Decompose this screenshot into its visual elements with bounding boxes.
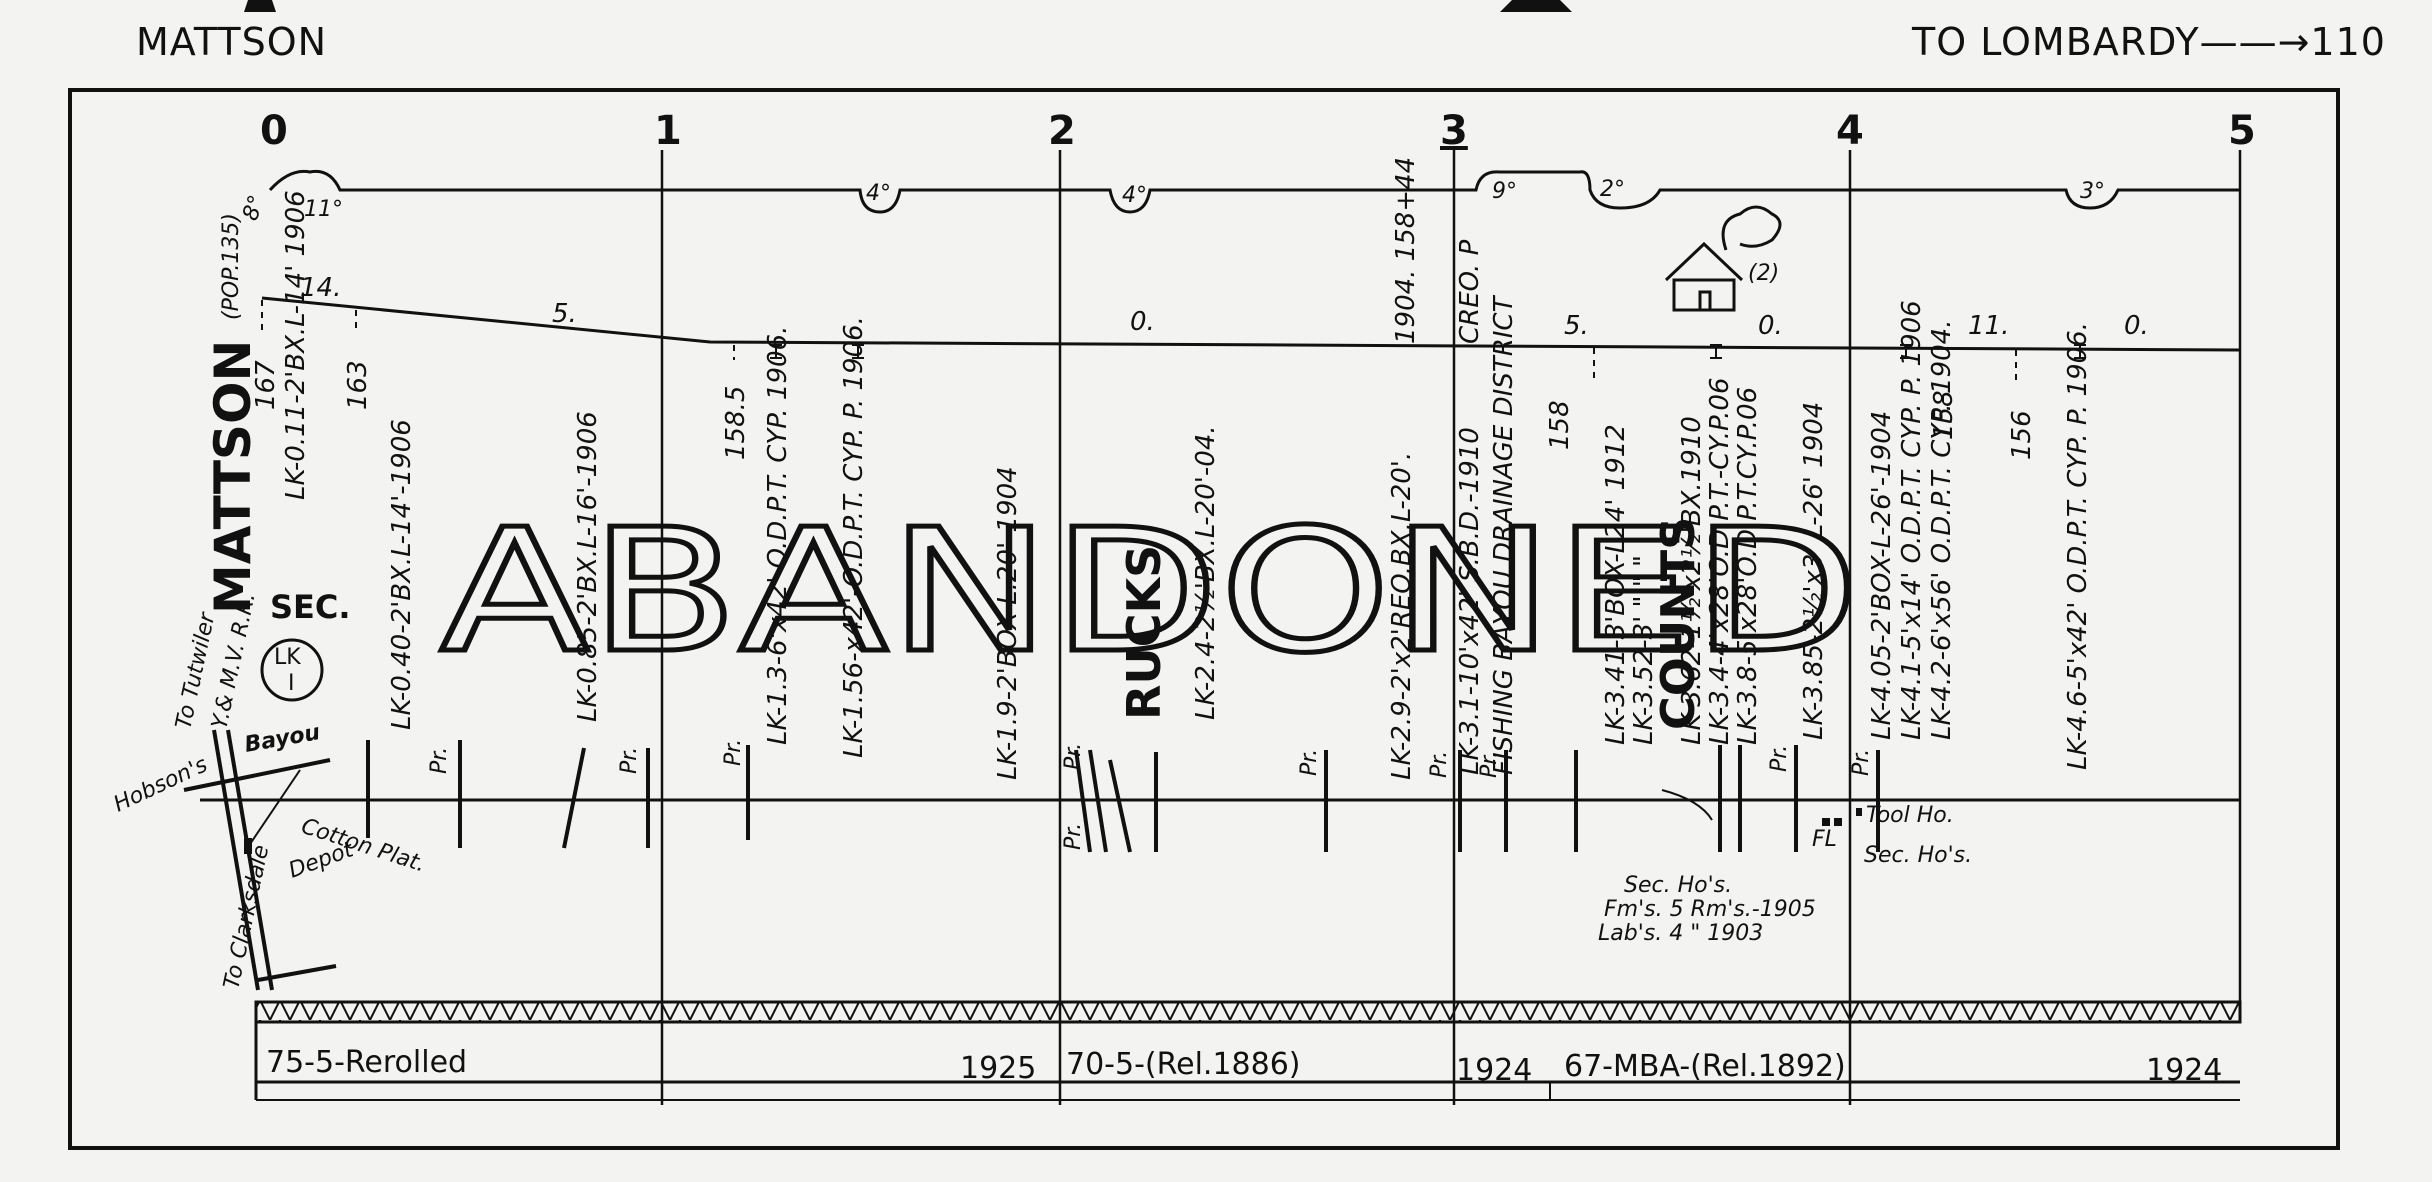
structure-18: LK-4.05-2'BOX-L-26'-1904 [1867,411,1897,740]
pr-label-3: Pr. [1061,743,1086,770]
rucks-label: RUCKS [1117,545,1171,720]
hobsons-label: Hobson's [110,752,212,817]
curve-label-4: 9° [1492,179,1517,204]
milepost-4: 4 [1836,108,1864,154]
abandoned-overlay: ABANDONED [440,493,1860,691]
structure-5: LK-1.9-2'BOX-L.20'-1904 [993,466,1023,780]
header-right-label: TO LOMBARDY [1912,20,2200,64]
fl-label: FL [1812,827,1837,852]
structure-0: LK-0.11-2'BX.L-14' 1906 [281,190,311,500]
section-lk-number: I [288,671,295,696]
clarksdale-label: To Clarksdale [219,843,274,991]
elevation-2: 158.5 [721,386,751,460]
milepost-2: 2 [1048,108,1076,154]
elevation-1: 163 [343,360,373,410]
curve-label-1: 11° [304,197,343,222]
structure-14: LK-3.62-1½'x2½'BX.1910 [1677,416,1707,745]
pr-label-9: Pr. [1849,749,1874,776]
section-note-1: Fm's. 5 Rm's.-1905 [1604,897,1816,922]
station-name: MATTSON [204,340,262,614]
structure-19: LK-4.1-5'x14' O.D.P.T. CYP. P. 1906 [1897,300,1927,740]
structure-16: LK-3.8-5'x28'O.D.P.T.CY.P.06 [1733,387,1763,745]
structure-12: LK-3.41-3'BOX-L24' 1912 [1601,424,1631,745]
counts-label: COUNTS [1651,517,1705,730]
structure-9: CREO. P [1455,239,1485,344]
pr-label-8: Pr. [1767,745,1792,772]
elevation-0: 167 [251,360,281,410]
rail-section-1-year: 1924 [1456,1053,1532,1088]
header-right-number: 110 [2310,20,2386,64]
pr-label-6: Pr. [1427,751,1452,778]
rail-section-0-year: 1925 [960,1051,1036,1086]
grade-label-4: 0. [1758,311,1783,341]
grade-label-1: 5. [552,299,577,329]
pr-label-5: Pr. [1297,749,1322,776]
structure-1: LK-0.40-2'BX.L-14'-1906 [387,419,417,730]
pr-label-0: Pr. [427,747,452,774]
outer-frame [68,88,2340,1150]
section-lk: LK [274,645,301,670]
structure-13: LK-3.52-3' " " " [1629,555,1659,745]
rail-section-2-label: 67-MBA-(Rel.1892) [1564,1049,1846,1084]
profile-line [261,296,2241,352]
grade-label-6: 0. [2124,311,2149,341]
rail-section-0-label: 75-5-Rerolled [266,1045,467,1080]
structure-7: LK-2.9-2'x2'REO.BX.L-20'. [1387,452,1417,780]
structure-20: LK-4.2-6'x56' O.D.P.T. CYP.-1904. [1927,320,1957,740]
structure-2: LK-0.85-2'BX.L-16'-1906 [573,411,603,722]
ymv-railroad-line [212,729,260,991]
milepost-3: 3 [1440,108,1468,154]
pr-label-1: Pr. [617,747,642,774]
rail-band-header [254,1000,2242,1024]
curve-label-6: 3° [2080,179,2105,204]
structure-17: LK-3.85-2½'x3' L-26' 1904 [1799,402,1829,740]
tool-house-label: Tool Ho. [1866,803,1954,828]
elevation-3: 158 [1545,400,1575,450]
curve-label-2: 4° [866,181,891,206]
school-house-icon [1664,205,1782,312]
curve-label-3: 4° [1122,183,1147,208]
structure-10: LK-3.1-10'x42' S.B.D.-1910 [1455,427,1485,775]
milepost-1: 1 [654,108,682,154]
elevation-5: 156 [2007,410,2037,460]
structure-4: LK-1.56-x42'-O.D.P.T. CYP. P. 1906. [839,316,869,758]
grade-label-5: 11. [1968,311,2009,341]
section-note-2: Lab's. 4 " 1903 [1598,921,1763,946]
section-note-0: Sec. Ho's. [1624,873,1732,898]
grade-label-3: 5. [1564,311,1589,341]
bayou-label: Bayou [243,720,322,758]
structure-21: LK-4.6-5'x42' O.D.P.T. CYP. P. 1906. [2063,322,2093,770]
school-count: (2) [1748,261,1779,286]
rail-section-1-label: 70-5-(Rel.1886) [1066,1047,1301,1082]
station-population: (POP.135) [219,213,244,320]
section-houses-label: Sec. Ho's. [1864,843,1972,868]
structure-15: LK-3.4-4'x28'O.D.P.T.-CY.P.06 [1705,377,1735,745]
grade-label-2: 0. [1130,307,1155,337]
pr-label-2: Pr. [721,739,746,766]
grade-label-0: 14. [300,273,341,303]
milepost-5: 5 [2228,108,2256,154]
section-marker [260,638,324,702]
pr-label-4: Pr. [1061,823,1086,850]
structure-8: 1904. 158+44 [1391,157,1421,344]
section-label: SEC. [270,588,351,626]
header-left-station: MATTSON [136,20,328,64]
direction-arrow-icon: ——→ [2199,20,2311,64]
structure-3: LK-1.3-6'x42' O.D.P.T. CYP. 1906. [763,326,793,745]
structure-6: LK-2.4-2½'BX.L-20'-04. [1191,425,1221,720]
rail-section-2-year: 1924 [2146,1053,2222,1088]
header-right-direction: TO LOMBARDY——→110 [1912,20,2386,64]
structure-11: FISHING BAYOU DRAINAGE DISTRICT [1489,294,1519,775]
alignment-line [268,169,2240,214]
elevation-4: 158 [1929,390,1959,440]
milepost-0: 0 [260,108,288,154]
curve-label-5: 2° [1600,177,1625,202]
pr-label-7: Pr. [1477,751,1502,778]
